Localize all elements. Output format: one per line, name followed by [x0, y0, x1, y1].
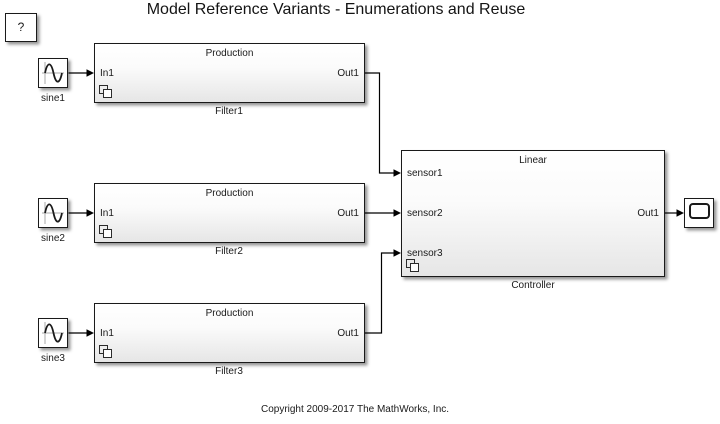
filter2-variant-label: Production [205, 188, 254, 199]
copyright-annotation: Copyright 2009-2017 The MathWorks, Inc. [260, 404, 450, 415]
controller-sensor3-port-label: sensor3 [407, 248, 443, 259]
filter2-outport-label: Out1 [337, 208, 359, 219]
variant-badge-icon [99, 345, 114, 360]
controller-sensor1-port-label: sensor1 [407, 168, 443, 179]
filter1-variant-label: Production [205, 48, 254, 59]
controller-sensor2-port-label: sensor2 [407, 208, 443, 219]
help-label: ? [17, 20, 25, 34]
arrowhead [86, 209, 94, 217]
arrowhead [86, 69, 94, 77]
wire-sine2-to-filter2[interactable] [68, 209, 95, 217]
filter2-inport-label: In1 [100, 208, 114, 219]
wire-controller-to-scope[interactable] [665, 209, 684, 217]
filter1-block-name: Filter1 [215, 106, 243, 117]
sine3-source-block[interactable] [38, 318, 68, 348]
controller-variant-block[interactable]: Linear sensor1 sensor2 sensor3 Out1 [401, 150, 665, 277]
sine-wave-icon [42, 202, 64, 224]
wire-filter1-to-sensor1[interactable] [365, 72, 401, 177]
variant-badge-front-square [103, 229, 112, 238]
sine3-block-name: sine3 [41, 353, 65, 364]
arrowhead [393, 249, 401, 257]
controller-variant-label: Linear [519, 155, 547, 166]
filter1-inport-label: In1 [100, 68, 114, 79]
filter2-block-name: Filter2 [215, 246, 243, 257]
sine2-source-block[interactable] [38, 198, 68, 228]
arrowhead [393, 169, 401, 177]
sine-wave-icon [42, 322, 64, 344]
scope-block[interactable] [684, 198, 714, 228]
filter3-inport-label: In1 [100, 328, 114, 339]
wire-filter3-to-sensor3[interactable] [365, 249, 401, 334]
filter3-variant-block[interactable]: Production In1 Out1 [94, 303, 365, 363]
variant-badge-front-square [103, 349, 112, 358]
variant-badge-icon [99, 85, 114, 100]
variant-badge-icon [406, 259, 421, 274]
variant-badge-front-square [410, 263, 419, 272]
arrowhead [676, 209, 684, 217]
help-block[interactable]: ? [5, 13, 37, 42]
sine1-block-name: sine1 [41, 93, 65, 104]
wire-sine3-to-filter3[interactable] [68, 329, 95, 337]
filter2-variant-block[interactable]: Production In1 Out1 [94, 183, 365, 243]
filter1-outport-label: Out1 [337, 68, 359, 79]
variant-badge-front-square [103, 89, 112, 98]
sine1-source-block[interactable] [38, 58, 68, 88]
filter3-outport-label: Out1 [337, 328, 359, 339]
wire-filter2-to-sensor2[interactable] [365, 209, 401, 217]
filter1-variant-block[interactable]: Production In1 Out1 [94, 43, 365, 103]
wire-segment [365, 252, 394, 334]
controller-outport-label: Out1 [637, 208, 659, 219]
arrowhead [393, 209, 401, 217]
controller-block-name: Controller [511, 280, 555, 291]
arrowhead [86, 329, 94, 337]
scope-screen-icon [689, 203, 710, 219]
sine2-block-name: sine2 [41, 233, 65, 244]
sine-wave-icon [42, 62, 64, 84]
model-title: Model Reference Variants - Enumerations … [146, 1, 526, 18]
wire-sine1-to-filter1[interactable] [68, 69, 95, 77]
wire-segment [365, 72, 394, 174]
filter3-block-name: Filter3 [215, 366, 243, 377]
filter3-variant-label: Production [205, 308, 254, 319]
variant-badge-icon [99, 225, 114, 240]
